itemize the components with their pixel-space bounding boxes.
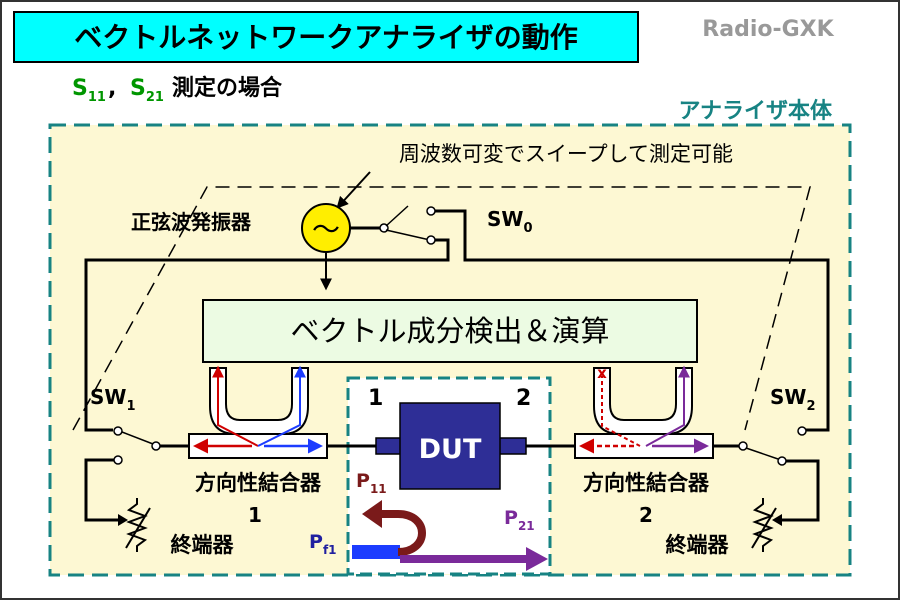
analyzer-body-label: アナライザ本体 xyxy=(678,99,833,124)
terminator-left-slider xyxy=(125,507,151,549)
subtitle-text: 測定の場合 xyxy=(172,75,283,101)
p21-label: P21 xyxy=(504,507,535,533)
sw1-contact-top xyxy=(113,426,123,436)
coupler-right-label: 方向性結合器 xyxy=(583,471,710,495)
page-title: ベクトルネットワークアナライザの動作 xyxy=(74,21,577,54)
sweep-note: 周波数可変でスイープして測定可能 xyxy=(399,142,733,166)
sw2-pivot xyxy=(738,441,748,451)
terminator-right-slider xyxy=(751,507,777,549)
coupler-left-label: 方向性結合器 xyxy=(195,471,322,495)
terminator-right-arrowhead xyxy=(772,514,782,526)
p11-arrow-curve xyxy=(375,510,426,556)
dut-body xyxy=(399,402,501,490)
sw2-label: SW2 xyxy=(770,385,816,414)
coupler-right-reflected-path xyxy=(601,376,641,447)
sw1-to-terminator-wire xyxy=(84,458,118,522)
terminator-right-label: 終端器 xyxy=(666,533,730,557)
sw0-contact-bottom xyxy=(426,235,436,245)
dut-label: DUT xyxy=(419,434,482,465)
s11-label: S11 xyxy=(72,76,106,105)
sw1-pivot xyxy=(151,441,161,451)
sw0-blade-top xyxy=(385,205,409,227)
s21-label: S21 xyxy=(130,76,164,105)
terminator-left-number: 1 xyxy=(248,503,262,527)
p21-arrowhead xyxy=(526,547,548,571)
sw1-blade xyxy=(121,431,154,445)
p11-arrowhead xyxy=(362,500,382,528)
coupler-left-reflected-arrow xyxy=(212,365,259,447)
coupler-right-forward-arrow xyxy=(645,365,690,447)
sweep-note-pointer xyxy=(336,171,371,209)
p11-label: P11 xyxy=(356,470,387,496)
sw2-contact-top xyxy=(797,426,807,436)
vector-detector-box xyxy=(202,299,698,363)
sw0-contact-top xyxy=(426,206,436,216)
sine-wave-icon: 〜 xyxy=(312,213,340,246)
coupler-left-forward-arrow xyxy=(257,365,306,447)
sw0-label: SW0 xyxy=(487,207,533,236)
pf1-label: Pf1 xyxy=(309,531,337,557)
switch-path-trapezoid xyxy=(72,186,811,431)
sw1-contact-bottom xyxy=(113,455,123,465)
terminator-right-number: 2 xyxy=(639,503,653,527)
pf1-bar xyxy=(352,545,400,559)
title-box xyxy=(13,11,639,63)
sw2-blade xyxy=(745,447,779,460)
subtitle-separator: , xyxy=(108,76,116,101)
oscillator-label: 正弦波発振器 xyxy=(131,210,252,234)
terminator-left-label: 終端器 xyxy=(171,533,235,557)
port-2-label: 2 xyxy=(516,386,531,411)
sw1-label: SW1 xyxy=(90,385,136,414)
terminator-left-arrowhead xyxy=(118,514,128,526)
port-1-label: 1 xyxy=(368,386,383,411)
brand-label: Radio-GXK xyxy=(702,17,834,42)
terminator-left-resistor xyxy=(126,498,148,552)
sw0-blade xyxy=(385,229,431,241)
terminator-right-resistor xyxy=(752,498,774,552)
sw0-left-wire xyxy=(84,238,450,432)
sw2-contact-bottom xyxy=(777,456,787,466)
sw0-right-wire xyxy=(435,209,830,432)
vector-detector-label: ベクトル成分検出＆演算 xyxy=(290,314,609,348)
sw2-to-terminator-wire xyxy=(782,459,820,522)
blocked-mark: x xyxy=(597,364,607,382)
